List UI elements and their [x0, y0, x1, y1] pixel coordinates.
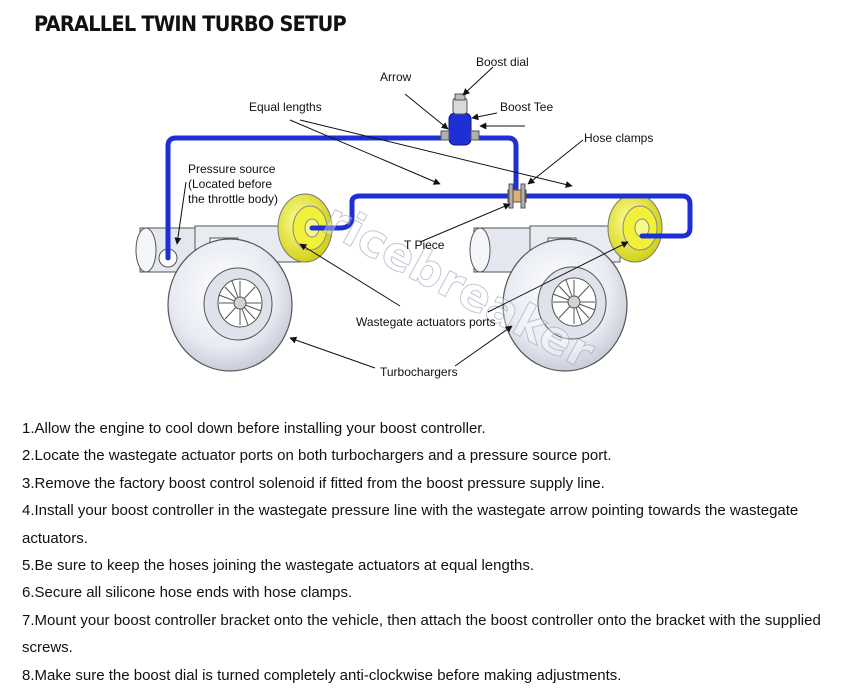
- instruction-step: 8.Make sure the boost dial is turned com…: [22, 666, 622, 684]
- instruction-list: 1.Allow the engine to cool down before i…: [22, 415, 832, 689]
- label-pressure-source-3: the throttle body): [188, 192, 278, 206]
- label-hose-clamps: Hose clamps: [584, 131, 653, 145]
- page-title: PARALLEL TWIN TURBO SETUP: [34, 12, 347, 36]
- t-piece: [507, 183, 527, 209]
- label-turbochargers: Turbochargers: [380, 365, 458, 379]
- turbocharger-right: [469, 225, 628, 372]
- callout-lines: [174, 66, 629, 369]
- label-equal-lengths: Equal lengths: [249, 100, 322, 114]
- instruction-step: 6.Secure all silicone hose ends with hos…: [22, 584, 353, 602]
- label-pressure-source-2: (Located before: [188, 177, 272, 191]
- instruction-step: 2.Locate the wastegate actuator ports on…: [22, 447, 612, 465]
- instruction-step: 1.Allow the engine to cool down before i…: [22, 420, 486, 437]
- label-pressure-source-1: Pressure source: [188, 162, 276, 176]
- instruction-step: 3.Remove the factory boost control solen…: [22, 474, 605, 492]
- label-t-piece: T Piece: [404, 238, 445, 252]
- label-boost-tee: Boost Tee: [500, 100, 553, 114]
- label-boost-dial: Boost dial: [476, 55, 529, 69]
- twin-turbo-diagram: ricebreaker Boost dial Arrow Boost Tee E…: [135, 55, 693, 380]
- label-arrow: Arrow: [380, 70, 412, 84]
- turbocharger-left: [135, 225, 301, 372]
- instruction-step: 5.Be sure to keep the hoses joining the …: [22, 557, 535, 575]
- boost-controller: [440, 93, 480, 146]
- label-wastegate-ports: Wastegate actuators ports: [356, 315, 496, 329]
- instruction-step: 4.Install your boost controller in the w…: [22, 502, 799, 547]
- wastegate-actuator-right: [607, 193, 663, 263]
- instruction-step: 7.Mount your boost controller bracket on…: [22, 611, 821, 657]
